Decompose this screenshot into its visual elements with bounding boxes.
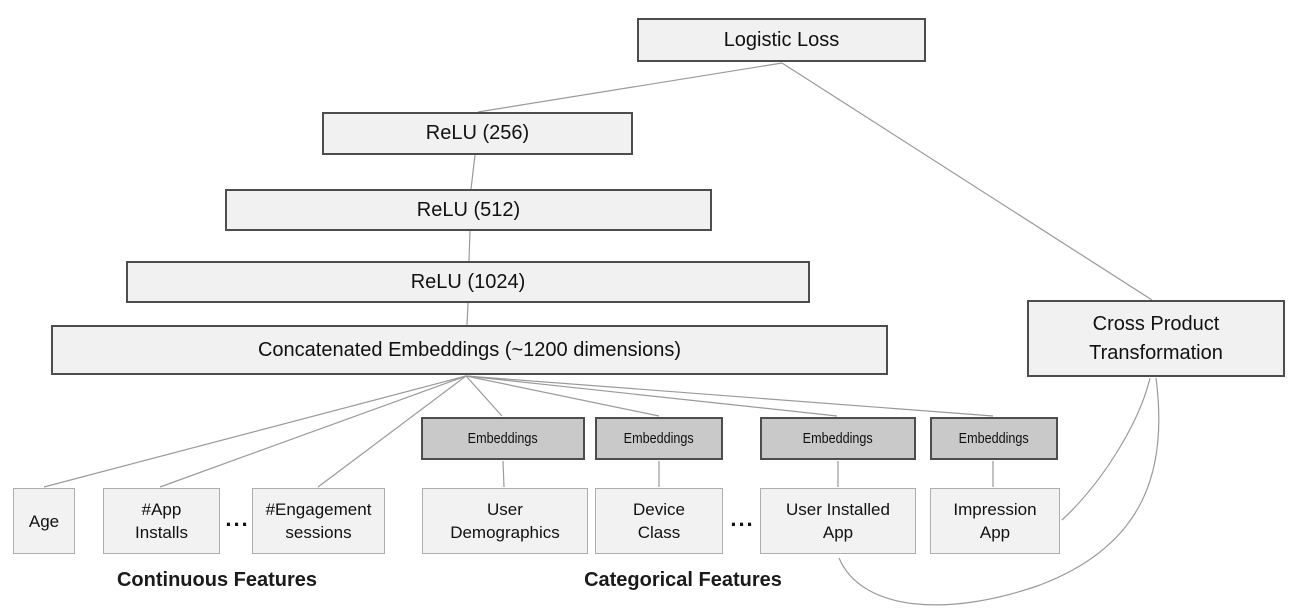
edge-relu512-to-relu1024 <box>468 230 471 262</box>
embeddings-label: Embeddings <box>802 430 874 447</box>
node-age: Age <box>13 488 75 554</box>
edge-concat-to-embedding-2 <box>465 375 660 417</box>
edge-logistic-to-crossproduct <box>781 62 1153 301</box>
node-cross-product-transformation: Cross Product Transformation <box>1027 300 1285 377</box>
edge-embedding1-to-user-demographics <box>502 460 505 488</box>
edge-concat-to-engagement <box>317 375 467 488</box>
node-concatenated-embeddings: Concatenated Embeddings (~1200 dimension… <box>51 325 888 375</box>
edge-logistic-to-relu256 <box>477 62 783 113</box>
node-user-demographics: User Demographics <box>422 488 588 554</box>
categorical-features-label: Categorical Features <box>584 569 782 591</box>
edge-relu256-to-relu512 <box>470 154 476 190</box>
node-app-installs: #App Installs <box>103 488 220 554</box>
embeddings-label: Embeddings <box>467 430 539 447</box>
edge-concat-to-embedding-1 <box>465 375 503 417</box>
edge-crossproduct-to-impression-app <box>1061 377 1151 521</box>
edge-concat-to-age <box>43 375 467 488</box>
node-relu-512: ReLU (512) <box>225 189 712 231</box>
node-logistic-loss: Logistic Loss <box>637 18 926 62</box>
node-embeddings-impression-app: Embeddings <box>930 417 1058 460</box>
node-device-class: Device Class <box>595 488 723 554</box>
node-embeddings-user-demographics: Embeddings <box>421 417 585 460</box>
edge-crossproduct-to-user-installed-app <box>838 377 1160 606</box>
node-embeddings-user-installed-app: Embeddings <box>760 417 916 460</box>
continuous-features-label: Continuous Features <box>116 569 317 591</box>
node-impression-app: Impression App <box>930 488 1060 554</box>
node-engagement-sessions: #Engagement sessions <box>252 488 385 554</box>
embeddings-label: Embeddings <box>623 430 695 447</box>
edge-relu1024-to-concat <box>466 302 469 326</box>
node-relu-1024: ReLU (1024) <box>126 261 810 303</box>
edge-concat-to-embedding-4 <box>465 375 994 417</box>
node-embeddings-device-class: Embeddings <box>595 417 723 460</box>
node-relu-256: ReLU (256) <box>322 112 633 155</box>
categorical-features-ellipsis: ... <box>730 506 755 531</box>
edge-concat-to-embedding-3 <box>465 375 838 417</box>
embeddings-label: Embeddings <box>958 430 1030 447</box>
edge-concat-to-app-installs <box>159 375 467 488</box>
continuous-features-ellipsis: ... <box>225 506 250 531</box>
node-user-installed-app: User Installed App <box>760 488 916 554</box>
